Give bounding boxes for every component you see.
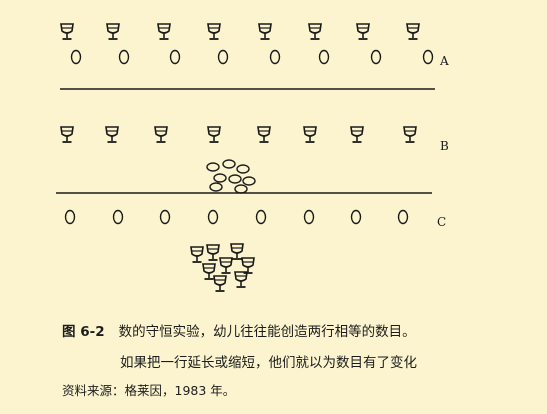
egg-icon: [206, 162, 220, 172]
egg-icon: [207, 209, 219, 225]
figure-caption-line-1: 图 6-2 数的守恒实验，幼儿往往能创造两行相等的数目。: [62, 320, 416, 340]
row-a-eggs: [70, 49, 434, 65]
row-b-glasses: [60, 126, 417, 143]
figure-caption-line-2: 如果把一行延长或缩短，他们就以为数目有了变化: [120, 355, 417, 371]
egg-icon: [209, 182, 223, 192]
egg-icon: [169, 49, 181, 65]
row-a-glasses: [60, 23, 420, 40]
glass-icon: [219, 257, 233, 274]
egg-icon: [303, 209, 315, 225]
glass-icon: [234, 271, 248, 288]
glass-icon: [350, 126, 364, 143]
figure-number: 图 6-2: [62, 324, 105, 340]
glass-icon: [356, 23, 370, 40]
glass-icon: [257, 126, 271, 143]
glass-icon: [230, 243, 244, 260]
glass-icon: [190, 246, 204, 263]
row-label-b: B: [440, 139, 449, 153]
glass-icon: [303, 126, 317, 143]
figure-source: 资料来源：格莱因，1983 年。: [62, 383, 236, 398]
egg-icon: [350, 209, 362, 225]
egg-icon: [255, 209, 267, 225]
glass-icon: [60, 126, 74, 143]
glass-icon: [105, 126, 119, 143]
egg-icon: [370, 49, 382, 65]
egg-icon: [213, 173, 227, 183]
row-label-a: A: [439, 54, 449, 68]
egg-icon: [222, 159, 236, 169]
glass-icon: [213, 275, 227, 292]
egg-icon: [112, 209, 124, 225]
glass-icon: [154, 126, 168, 143]
glass-icon: [157, 23, 171, 40]
glass-icon: [207, 126, 221, 143]
glass-icon: [60, 23, 74, 40]
egg-icon: [217, 49, 229, 65]
conservation-experiment-figure: A B C: [56, 23, 449, 292]
glass-icon: [258, 23, 272, 40]
egg-icon: [64, 209, 76, 225]
glass-icon: [106, 23, 120, 40]
egg-icon: [118, 49, 130, 65]
glass-icon: [241, 257, 255, 274]
glass-icon: [406, 23, 420, 40]
row-label-c: C: [437, 215, 446, 229]
egg-icon: [159, 209, 171, 225]
row-c-glass-cluster: [190, 243, 255, 292]
egg-icon: [70, 49, 82, 65]
glass-icon: [206, 244, 220, 261]
glass-icon: [207, 23, 221, 40]
egg-icon: [242, 176, 256, 186]
caption-text-1: 数的守恒实验，幼儿往往能创造两行相等的数目。: [118, 324, 416, 340]
egg-icon: [422, 49, 434, 65]
egg-icon: [236, 164, 250, 174]
glass-icon: [308, 23, 322, 40]
row-c-eggs: [64, 209, 409, 225]
row-b-egg-cluster: [206, 159, 256, 194]
glass-icon: [403, 126, 417, 143]
egg-icon: [318, 49, 330, 65]
egg-icon: [269, 49, 281, 65]
egg-icon: [228, 174, 242, 184]
egg-icon: [234, 184, 248, 194]
glass-icon: [202, 263, 216, 280]
egg-icon: [397, 209, 409, 225]
